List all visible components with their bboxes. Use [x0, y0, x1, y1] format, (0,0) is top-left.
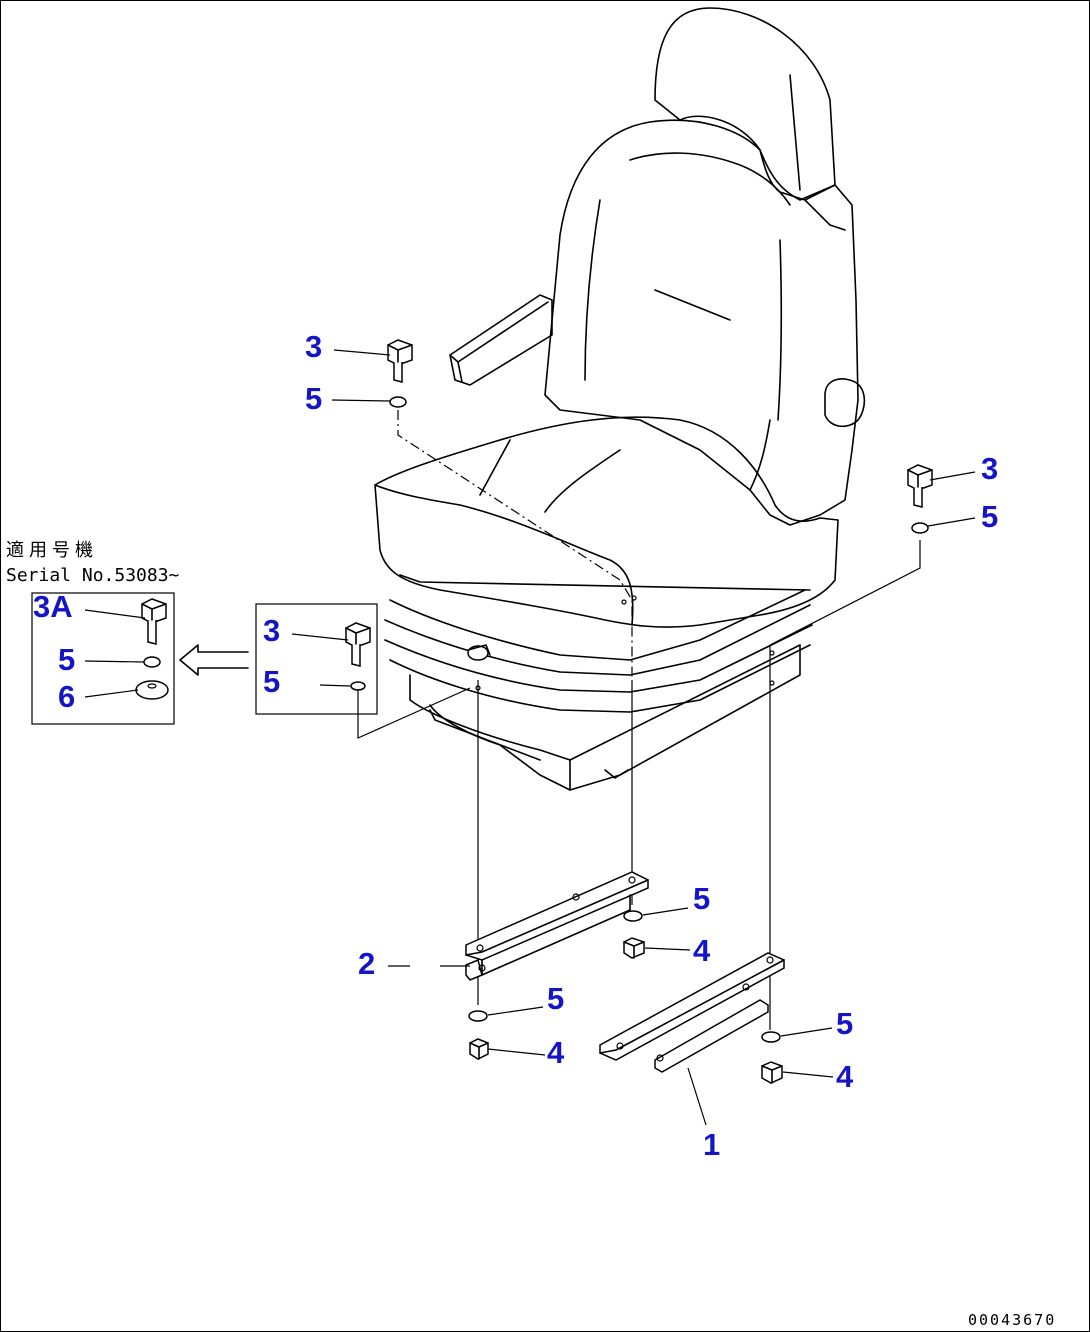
callout-bolt-right: 3: [981, 451, 998, 486]
operator-seat: [374, 7, 866, 791]
callout-lower-nut-right: 4: [836, 1059, 854, 1094]
callout-inset-bolt: 3: [263, 613, 280, 648]
bracket-right: [599, 952, 785, 1073]
callout-bracket-right: 1: [703, 1127, 720, 1162]
callout-bracket-left: 2: [358, 946, 375, 981]
inset-box: [255, 603, 378, 715]
serial-washer: [143, 656, 161, 668]
callout-washer-right: 5: [981, 499, 998, 534]
serial-bolt: [141, 598, 167, 645]
lower-washer-right: [761, 1031, 781, 1043]
callout-upper-nut: 4: [693, 933, 711, 968]
lower-nut-right: [761, 1061, 783, 1084]
callout-serial-plate: 6: [58, 679, 75, 714]
callout-bolt-left: 3: [305, 329, 322, 364]
bolt-left: [387, 339, 413, 383]
assembly-lines: [357, 410, 921, 1030]
lower-washer-left: [468, 1010, 488, 1022]
inset-washer: [350, 681, 366, 691]
callout-serial-bolt: 3A: [33, 589, 73, 624]
serial-arrow: [179, 644, 249, 676]
callout-upper-washer: 5: [693, 881, 710, 916]
callout-inset-washer: 5: [263, 664, 280, 699]
applicability-note-japanese: 適用号機: [6, 540, 98, 561]
leader-lines: [84, 349, 976, 1126]
inset-bolt: [345, 622, 371, 667]
upper-nut: [623, 937, 645, 959]
callout-lower-washer-right: 5: [836, 1006, 853, 1041]
drawing-number: 00043670: [968, 1311, 1056, 1329]
washer-right: [911, 522, 929, 534]
bracket-left: [465, 871, 649, 981]
callout-serial-washer: 5: [58, 642, 75, 677]
lower-nut-left: [469, 1038, 489, 1060]
callout-lower-nut-left: 4: [547, 1035, 565, 1070]
callout-lower-washer-left: 5: [547, 981, 564, 1016]
upper-washer: [623, 910, 643, 922]
washer-left: [389, 396, 407, 408]
applicability-note-serial: Serial No.53083~: [6, 565, 180, 586]
serial-box: [31, 592, 175, 725]
callout-washer-left: 5: [305, 381, 322, 416]
bolt-right: [907, 464, 933, 508]
serial-plate: [135, 680, 169, 700]
